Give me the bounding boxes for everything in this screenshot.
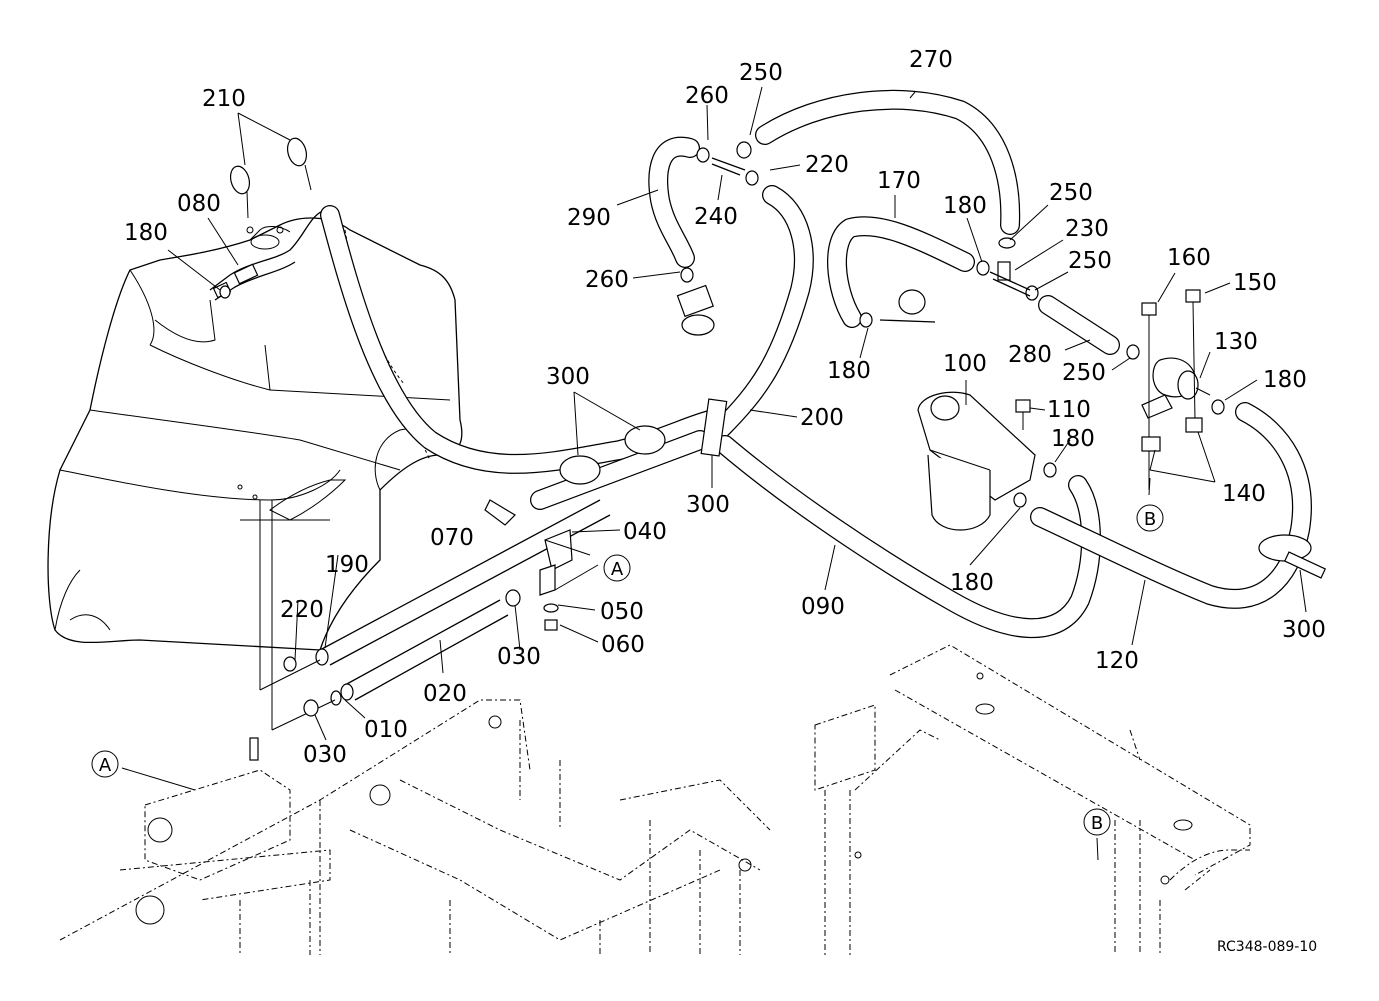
- bracket-040: [484, 399, 1031, 631]
- callout-070: 070: [430, 525, 474, 551]
- callout-240: 240: [694, 204, 738, 230]
- pipe-bundle: [530, 430, 710, 510]
- callout-130: 130: [1214, 329, 1258, 355]
- callout-140: 140: [1222, 481, 1266, 507]
- callout-030: 030: [303, 742, 347, 768]
- callout-260: 260: [685, 83, 729, 109]
- callout-180: 180: [827, 358, 871, 384]
- callout-100: 100: [943, 351, 987, 377]
- view-marker-a: A: [91, 750, 119, 778]
- callout-180: 180: [950, 570, 994, 596]
- callout-250: 250: [1049, 180, 1093, 206]
- callout-220: 220: [805, 152, 849, 178]
- hose-090: [715, 435, 1101, 639]
- callout-280: 280: [1008, 342, 1052, 368]
- svg-text:B: B: [1144, 509, 1156, 530]
- fuel-tank: [47, 217, 463, 651]
- leader-lines: [121, 86, 1307, 861]
- callout-080: 080: [177, 191, 221, 217]
- callout-260: 260: [585, 267, 629, 293]
- callout-180: 180: [1051, 426, 1095, 452]
- callout-060: 060: [601, 632, 645, 658]
- callout-300: 300: [546, 364, 590, 390]
- frame-left: [59, 699, 771, 955]
- callout-250: 250: [1062, 360, 1106, 386]
- callout-160: 160: [1167, 245, 1211, 271]
- callout-180: 180: [943, 193, 987, 219]
- callout-110: 110: [1047, 397, 1091, 423]
- hose-clamp-210: [229, 137, 312, 219]
- cable-ties-300: [559, 398, 1327, 579]
- callout-300: 300: [1282, 617, 1326, 643]
- callout-170: 170: [877, 168, 921, 194]
- view-marker-b: B: [1083, 808, 1111, 836]
- hose-120: [1030, 402, 1312, 609]
- view-marker-a: A: [603, 554, 631, 582]
- svg-text:A: A: [611, 559, 624, 580]
- view-markers: A A B B: [91, 504, 1164, 836]
- callout-030: 030: [497, 644, 541, 670]
- hose-280: [1038, 295, 1120, 355]
- callout-210: 210: [202, 86, 246, 112]
- callout-labels: 210 080 180 290 260 250 270 220 240 260 …: [124, 47, 1326, 768]
- callout-250: 250: [739, 60, 783, 86]
- callout-040: 040: [623, 519, 667, 545]
- hose-200: [710, 185, 814, 440]
- callout-270: 270: [909, 47, 953, 73]
- clamps: [219, 141, 1225, 717]
- hose-170: [827, 216, 975, 328]
- callout-010: 010: [364, 717, 408, 743]
- view-marker-b: B: [1136, 504, 1164, 532]
- callout-180: 180: [1263, 367, 1307, 393]
- callout-180: 180: [124, 220, 168, 246]
- callout-050: 050: [600, 599, 644, 625]
- callout-090: 090: [801, 594, 845, 620]
- callout-190: 190: [325, 552, 369, 578]
- callout-120: 120: [1095, 648, 1139, 674]
- fuel-pump-130: [1141, 289, 1211, 490]
- callout-150: 150: [1233, 270, 1277, 296]
- frame-right: [814, 644, 1251, 955]
- hose-290: [648, 136, 700, 268]
- callout-300: 300: [686, 492, 730, 518]
- callout-290: 290: [567, 205, 611, 231]
- fuel-filter-100: [917, 391, 1036, 531]
- callout-230: 230: [1065, 216, 1109, 242]
- callout-020: 020: [423, 681, 467, 707]
- reference-code: RC348-089-10: [1217, 939, 1317, 955]
- callout-200: 200: [800, 405, 844, 431]
- svg-text:A: A: [99, 755, 112, 776]
- fittings: [676, 157, 1031, 336]
- callout-220: 220: [280, 597, 324, 623]
- hose-270: [755, 89, 1021, 235]
- fuel-pipe-020: [330, 599, 509, 706]
- callout-250: 250: [1068, 248, 1112, 274]
- svg-text:B: B: [1091, 813, 1103, 834]
